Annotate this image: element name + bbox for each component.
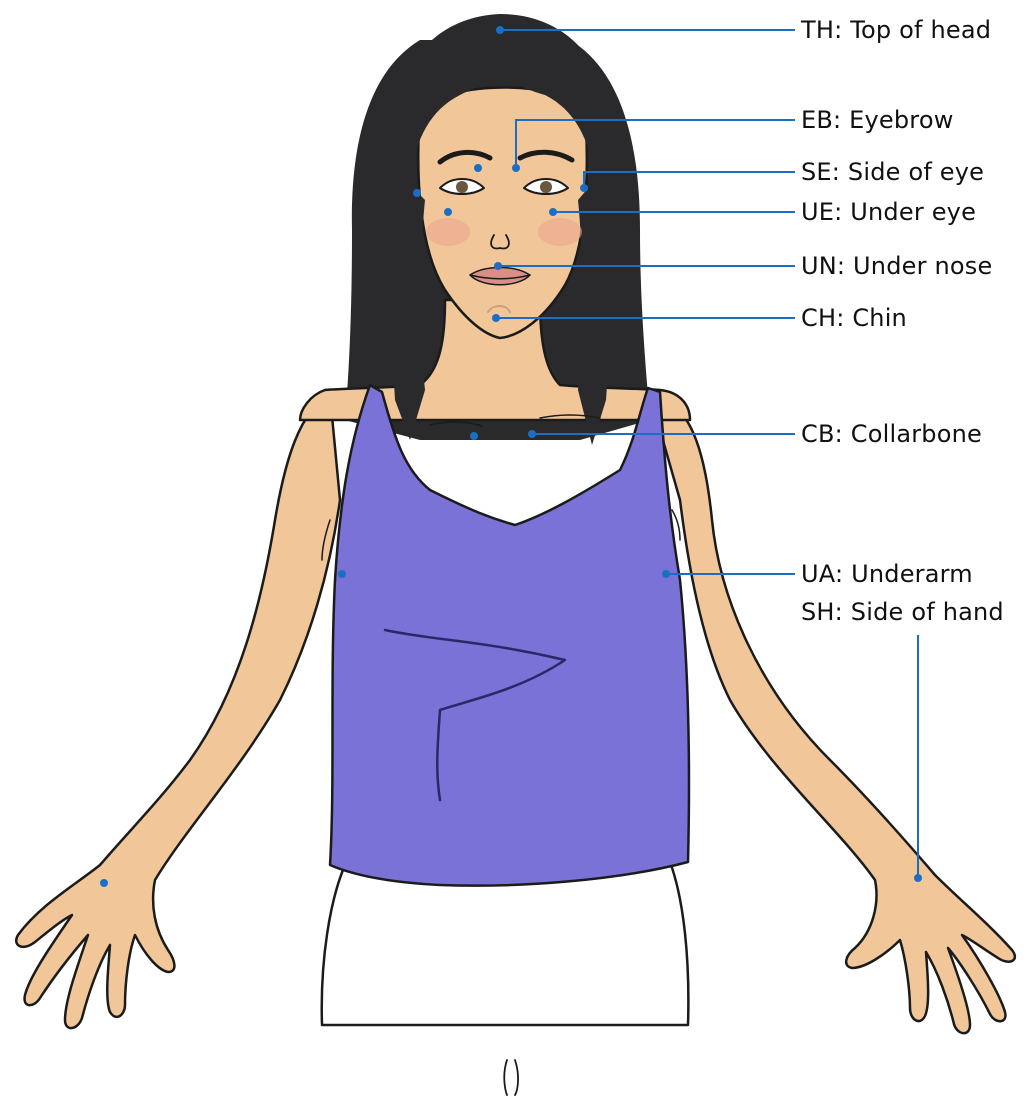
point-un — [494, 262, 502, 270]
point-se-left — [413, 189, 421, 197]
point-eb-left — [474, 164, 482, 172]
tank-top — [330, 385, 689, 886]
right-arm — [650, 395, 1015, 1033]
pants-seam — [504, 1060, 518, 1095]
label-top-of-head: TH: Top of head — [801, 15, 991, 45]
right-iris — [540, 181, 552, 193]
point-se-right — [580, 184, 588, 192]
label-side-of-hand: SH: Side of hand — [801, 597, 1004, 627]
label-under-nose: UN: Under nose — [801, 251, 992, 281]
label-side-of-eye: SE: Side of eye — [801, 157, 984, 187]
label-under-eye: UE: Under eye — [801, 197, 976, 227]
right-cheek — [538, 218, 582, 246]
left-iris — [456, 181, 468, 193]
point-ch — [492, 314, 500, 322]
point-ue-right — [549, 208, 557, 216]
label-eyebrow: EB: Eyebrow — [801, 105, 954, 135]
left-cheek — [426, 218, 470, 246]
point-eb-right — [512, 164, 520, 172]
point-sh-right — [914, 874, 922, 882]
point-sh-left — [100, 879, 108, 887]
left-arm — [16, 395, 340, 1028]
point-ua-left — [338, 570, 346, 578]
pants — [322, 862, 689, 1025]
point-cb-right — [528, 430, 536, 438]
label-chin: CH: Chin — [801, 303, 907, 333]
label-collarbone: CB: Collarbone — [801, 419, 982, 449]
point-ue-left — [444, 208, 452, 216]
point-cb-left — [470, 432, 478, 440]
point-ua-right — [662, 570, 670, 578]
label-underarm: UA: Underarm — [801, 559, 973, 589]
point-th — [496, 26, 504, 34]
